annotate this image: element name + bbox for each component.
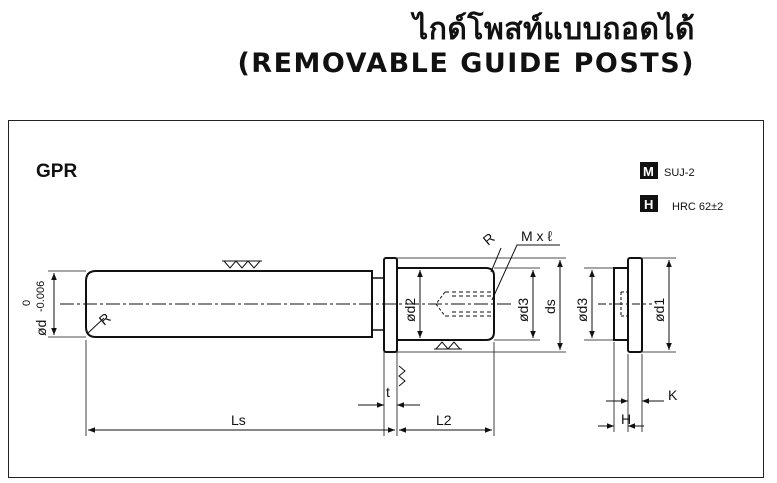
drawing-frame: [8, 120, 764, 478]
product-code: GPR: [36, 161, 77, 182]
title-english: (REMOVABLE GUIDE POSTS): [237, 48, 695, 79]
thread-label: M x ℓ: [521, 228, 552, 244]
dim-d2-label: ød2: [402, 298, 418, 322]
dim-ds-label: ds: [542, 299, 558, 314]
dim-d-label: ød: [33, 320, 49, 336]
dim-L2-label: L2: [436, 412, 452, 428]
hardness-badge-box: [640, 195, 658, 212]
side-view: [613, 257, 643, 353]
hardness-badge: H: [644, 197, 653, 212]
dim-H-label: H: [621, 411, 631, 427]
dim-d3-side-label: ød3: [574, 298, 590, 322]
finish-mark-top: [223, 260, 261, 269]
dim-Ls-label: Ls: [231, 412, 246, 428]
material-badge: M: [643, 164, 654, 179]
dim-t-label: t: [386, 384, 390, 400]
post-shaft: [85, 270, 373, 338]
hardness-spec: H HRC 62±2: [640, 195, 723, 213]
dim-d1-label: ød1: [651, 298, 667, 322]
post-flange: [383, 257, 398, 353]
material-spec: M SUJ-2: [640, 162, 695, 179]
finish-mark-flange: [398, 365, 406, 387]
tapped-hole: [435, 291, 494, 317]
dim-d-tol-lower: -0.006: [35, 281, 47, 312]
radius-right-label: R: [480, 230, 498, 249]
material-badge-box: [640, 162, 658, 179]
material-value: SUJ-2: [664, 167, 695, 179]
hardness-value: HRC 62±2: [672, 201, 723, 213]
post-spigot: [397, 267, 495, 341]
radius-left-label: R: [96, 310, 114, 329]
title-thai: ไกด์โพสท์แบบถอดได้: [413, 12, 695, 47]
dim-d3-label: ød3: [515, 298, 531, 322]
finish-mark-bottom: [435, 341, 461, 350]
dim-K-label: K: [668, 387, 678, 403]
dim-d-tol-upper: 0: [21, 300, 33, 306]
